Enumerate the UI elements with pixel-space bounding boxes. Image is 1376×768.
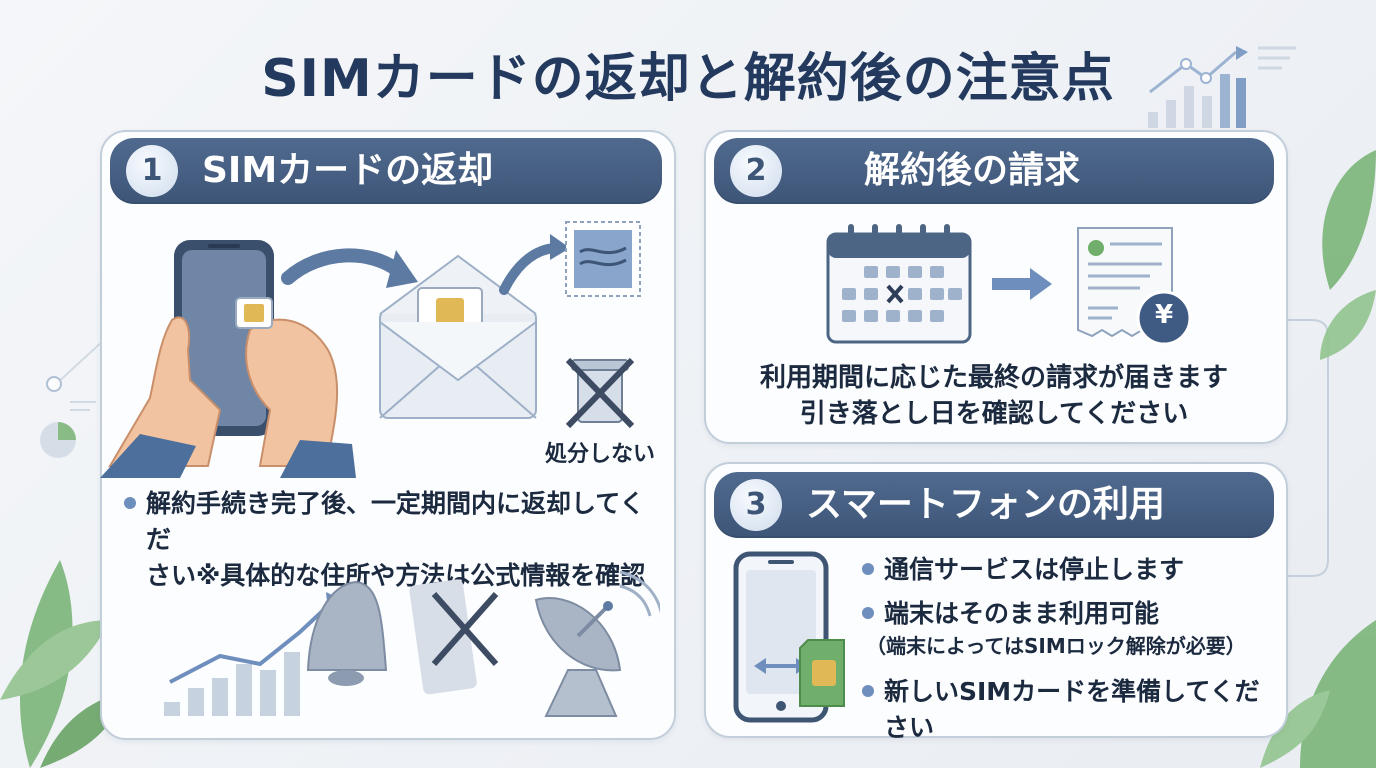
header-smartphone-use: 3 スマートフォンの利用: [714, 472, 1274, 538]
sim-card-green-icon: [799, 639, 845, 707]
section-heading-2: 解約後の請求: [864, 150, 1081, 191]
no-dispose-label: 処分しない: [545, 442, 656, 467]
broken-sim-icon: [409, 579, 499, 695]
section-number-1: 1: [126, 145, 178, 197]
pie-chart-icon: [40, 339, 105, 458]
smartphone-use-list: 通信サービスは停止します 端末はそのまま利用可能 （端末によってはSIMロック解…: [862, 552, 1282, 746]
billing-line-2: 引き落とし日を確認してください: [799, 399, 1189, 429]
envelope-icon: [379, 254, 537, 419]
list-item-device-usable-sub: （端末によってはSIMロック解除が必要）: [866, 634, 1246, 658]
header-final-billing: 2 解約後の請求: [714, 138, 1274, 204]
sim-card-icon: [235, 297, 273, 329]
section-heading-3: スマートフォンの利用: [806, 484, 1165, 525]
sim-return-illustration: [100, 221, 641, 478]
growth-chart-icon: [164, 592, 342, 716]
sim-return-note: 解約手続き完了後、一定期間内に返却してくだ さい※具体的な住所や方法は公式情報を…: [124, 486, 664, 594]
list-item-service-stop: 通信サービスは停止します: [862, 552, 1282, 588]
no-trash-icon: [565, 357, 635, 429]
trend-chart-icon: [1148, 46, 1296, 128]
bottom-illustration: [164, 570, 660, 717]
list-item-prepare-sim: 新しいSIMカードを準備してください: [862, 674, 1282, 746]
calendar-icon: [826, 224, 972, 344]
section-number-3: 3: [730, 479, 782, 531]
smartphone-sim-illustration: [733, 551, 845, 723]
smartphone-icon: [174, 240, 274, 436]
note-line-1: 解約手続き完了後、一定期間内に返却してくだ: [124, 486, 664, 558]
list-item-device-usable: 端末はそのまま利用可能: [862, 596, 1282, 632]
section-number-2: 2: [730, 145, 782, 197]
billing-line-1: 利用期間に応じた最終の請求が届きます: [759, 363, 1228, 393]
satellite-dish-icon: [534, 570, 660, 717]
hands-icon: [100, 316, 356, 478]
header-sim-return: 1 SIMカードの返却: [110, 138, 662, 204]
bell-icon: [306, 580, 388, 686]
arrow-right-icon: [992, 268, 1052, 300]
yen-symbol: ¥: [1154, 300, 1174, 330]
leaf-decor-right: [1260, 150, 1376, 768]
note-line-2: さい※具体的な住所や方法は公式情報を確認: [146, 561, 646, 590]
page-title: SIMカードの返却と解約後の注意点: [261, 49, 1115, 109]
yen-coin-icon: [1136, 290, 1192, 346]
billing-illustration: [826, 224, 1192, 346]
postage-stamp-icon: [565, 221, 641, 297]
billing-text: 利用期間に応じた最終の請求が届きます 引き落とし日を確認してください: [714, 360, 1274, 432]
section-heading-1: SIMカードの返却: [202, 150, 494, 191]
